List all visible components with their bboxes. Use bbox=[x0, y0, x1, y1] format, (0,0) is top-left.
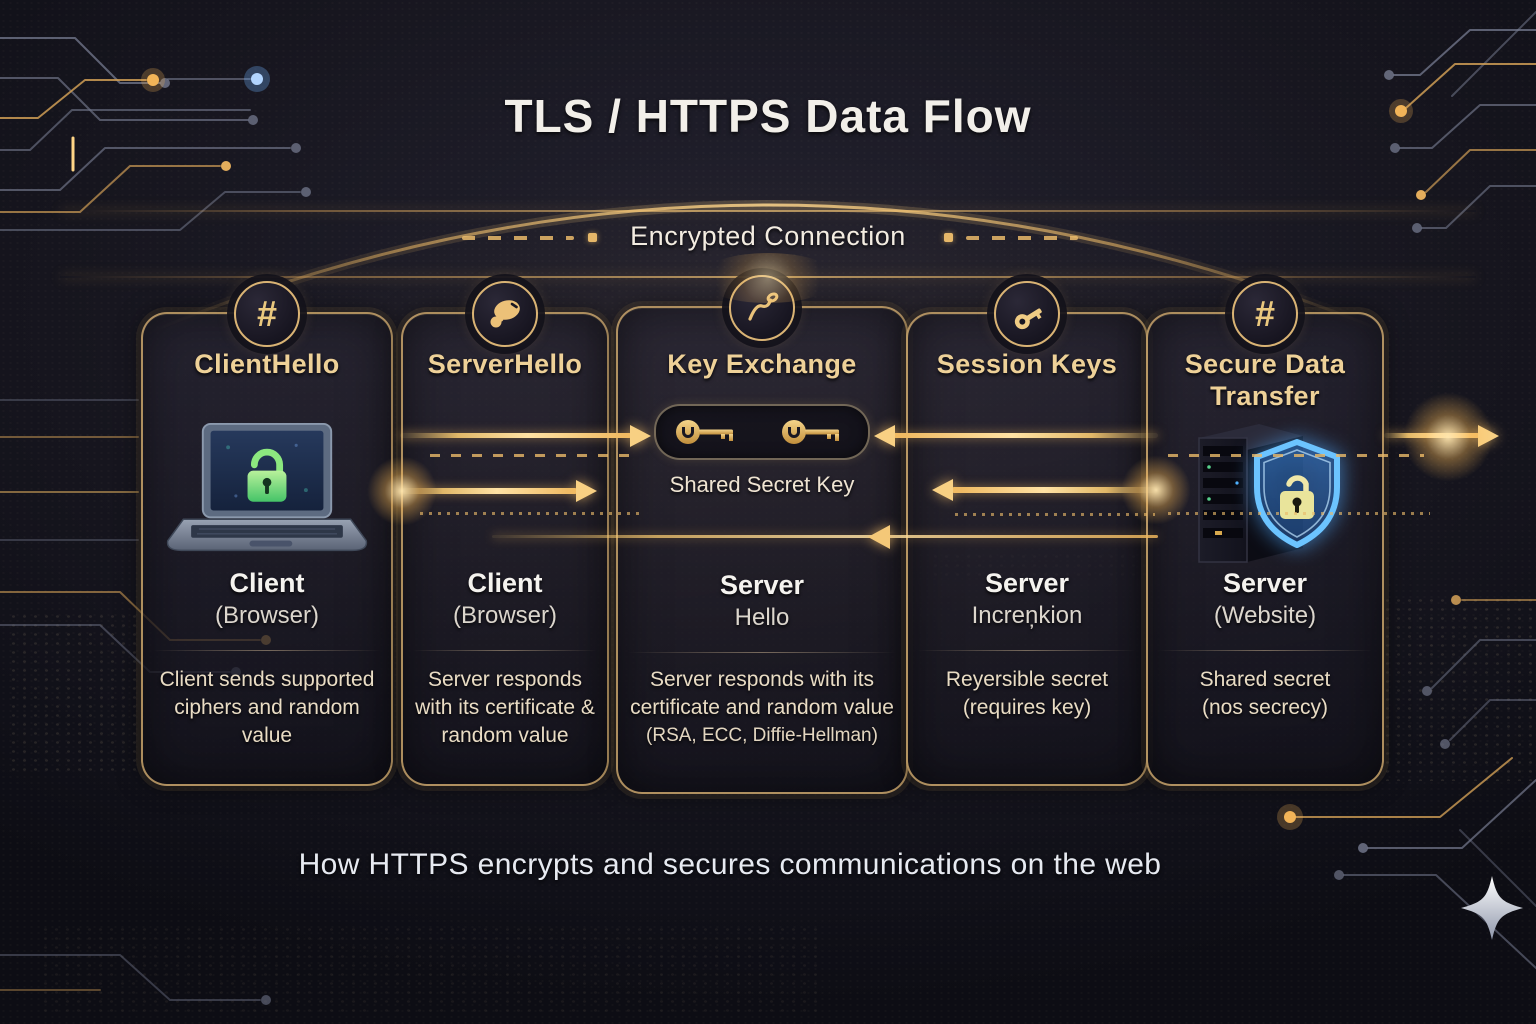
card-serverhello: ServerHello Client (Browser) Server resp… bbox=[401, 281, 609, 786]
card-divider bbox=[918, 650, 1136, 651]
dot-row bbox=[955, 513, 1155, 516]
card-description: Server responds with its certificate & r… bbox=[415, 668, 595, 747]
card-title: Key Exchange bbox=[667, 349, 857, 379]
arrow-shaft-long bbox=[492, 535, 1158, 538]
card-divider bbox=[1158, 650, 1372, 651]
glow-spot bbox=[1403, 392, 1493, 482]
card-subject-detail: (Browser) bbox=[214, 602, 319, 629]
page-title: TLS / HTTPS Data Flow bbox=[504, 89, 1032, 142]
arrowhead-left-long bbox=[868, 525, 890, 549]
gold-key-icon bbox=[782, 420, 839, 444]
dot-row bbox=[420, 512, 642, 515]
card-title: Secure Data Transfer bbox=[1184, 349, 1346, 411]
card-subject: Server bbox=[719, 570, 805, 600]
hash-icon: # bbox=[1232, 281, 1298, 347]
two-keys-pill bbox=[654, 404, 870, 460]
dot-texture-patch bbox=[1382, 596, 1532, 781]
card-key-exchange: Key Exchange Shared Secret Key Server He… bbox=[616, 275, 908, 794]
card-subject: Client bbox=[467, 568, 543, 598]
glow-spot bbox=[367, 456, 437, 526]
dash-row bbox=[430, 454, 640, 457]
card-divider bbox=[413, 650, 597, 651]
card-description: Client sends supported ciphers and rando… bbox=[159, 668, 375, 747]
footer-caption: How HTTPS encrypts and secures communica… bbox=[298, 848, 1162, 881]
dash-row bbox=[1168, 454, 1424, 457]
card-description: Reyersible secret bbox=[945, 668, 1109, 691]
laptop-lock-illustration bbox=[159, 422, 375, 569]
card-subject-detail: (Browser) bbox=[452, 602, 557, 629]
card-subject-detail: Incren̦kion bbox=[971, 602, 1083, 629]
card-description-note: (nos secrecy) bbox=[1201, 696, 1329, 719]
card-subject: Client bbox=[229, 568, 305, 598]
card-description-note: (RSA, ECC, Diffie-Hellman) bbox=[646, 725, 878, 746]
sparkle-star bbox=[1461, 876, 1523, 940]
card-clienthello: # ClientHello Client (B bbox=[141, 281, 393, 786]
card-divider bbox=[628, 652, 896, 653]
arrow-right-serverhello bbox=[398, 488, 578, 494]
gold-key-icon bbox=[676, 420, 733, 444]
card-subject-detail: (Website) bbox=[1213, 602, 1317, 629]
card-description: Server responds with its certificate and… bbox=[630, 668, 894, 719]
shared-secret-key-label: Shared Secret Key bbox=[669, 472, 855, 497]
card-subject-detail: Hello bbox=[734, 604, 790, 631]
glow-spot bbox=[698, 253, 838, 303]
card-description-note: (requires key) bbox=[962, 696, 1092, 719]
dot-texture-patch bbox=[40, 925, 820, 1015]
band-line-top bbox=[60, 210, 1476, 212]
dashed-line-right bbox=[966, 236, 1078, 240]
card-title: ServerHello bbox=[427, 349, 583, 379]
outline-key-icon bbox=[729, 275, 795, 341]
square-dot-left bbox=[588, 233, 597, 242]
hash-icon: # bbox=[234, 281, 300, 347]
server-shield-illustration bbox=[1163, 414, 1367, 571]
card-title: Session Keys bbox=[936, 349, 1118, 379]
card-description: Shared secret bbox=[1199, 668, 1331, 691]
square-dot-right bbox=[944, 233, 953, 242]
dot-row bbox=[1168, 512, 1430, 515]
card-session-keys: Session Keys Server Incren̦kion Reyersib… bbox=[906, 281, 1148, 786]
card-title: ClientHello bbox=[194, 349, 340, 379]
card-divider bbox=[153, 650, 381, 651]
card-subject: Server bbox=[984, 568, 1070, 598]
arrow-left-session-keys bbox=[951, 487, 1158, 493]
glow-spot bbox=[1121, 455, 1191, 525]
dashed-line-left bbox=[462, 236, 574, 240]
encrypted-connection-label: Encrypted Connection bbox=[630, 221, 906, 251]
blob-key-icon bbox=[472, 281, 538, 347]
gold-key-icon bbox=[994, 281, 1060, 347]
card-secure-data-transfer: # Secure Data Transfer bbox=[1146, 281, 1384, 786]
arrow-left-to-shared-key bbox=[893, 433, 1158, 438]
card-subject: Server bbox=[1222, 568, 1308, 598]
arrow-right-to-shared-key bbox=[400, 433, 632, 438]
